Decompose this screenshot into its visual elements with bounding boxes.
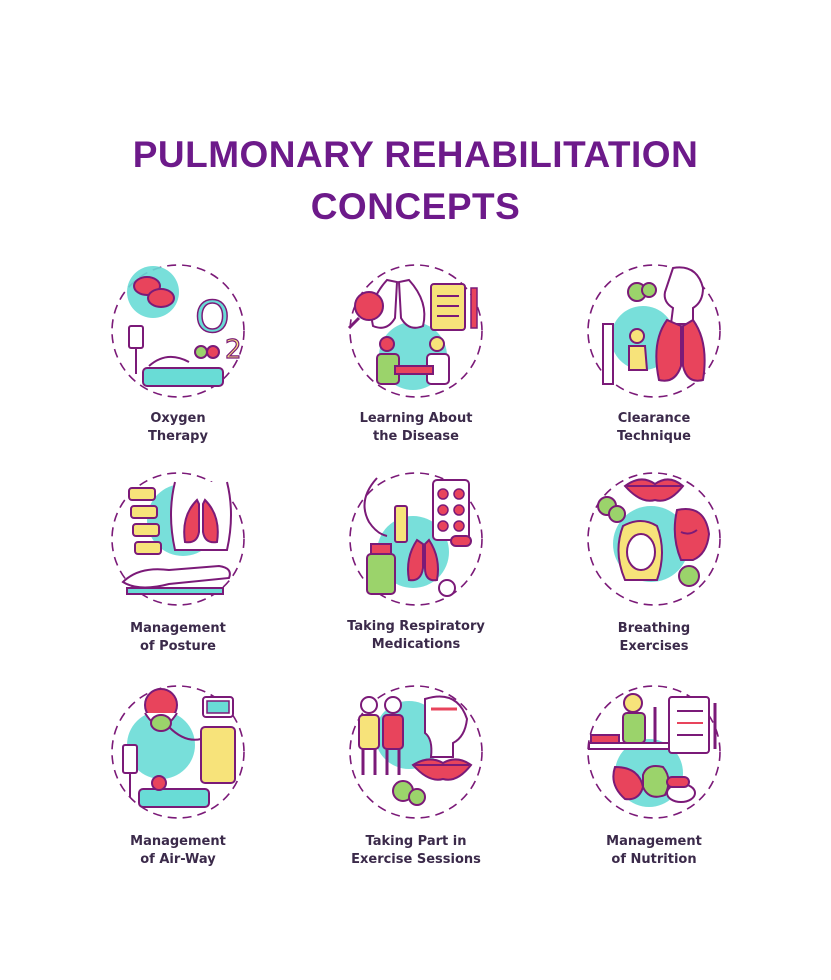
concept-label: Oxygen Therapy xyxy=(68,410,288,446)
breathing-exercises-icon xyxy=(587,472,721,606)
concept-label-line-1: Breathing xyxy=(617,621,691,636)
page-title: PULMONARY REHABILITATION CONCEPTS xyxy=(0,129,831,233)
airway-management-icon xyxy=(111,685,245,819)
concept-label-line-2: Medications xyxy=(371,637,461,652)
concept-label-line-2: of Nutrition xyxy=(611,852,697,867)
concept-label-line-1: Taking Respiratory xyxy=(347,619,485,634)
concept-label-line-2: Exercise Sessions xyxy=(351,852,481,867)
concept-label: Taking Part in Exercise Sessions xyxy=(306,833,526,869)
concept-posture-management: Management of Posture xyxy=(68,470,288,685)
concept-label: Management of Nutrition xyxy=(544,833,764,869)
concept-label-line-1: Taking Part in xyxy=(365,834,467,849)
concept-label-line-1: Clearance xyxy=(617,411,691,426)
respiratory-medications-icon xyxy=(349,472,483,606)
concept-breathing-exercises: Breathing Exercises xyxy=(544,470,764,685)
concept-exercise-sessions: Taking Part in Exercise Sessions xyxy=(306,683,526,898)
concept-label-line-2: Exercises xyxy=(619,639,689,654)
concept-airway-management: Management of Air-Way xyxy=(68,683,288,898)
concept-label: Clearance Technique xyxy=(544,410,764,446)
concept-label: Learning About the Disease xyxy=(306,410,526,446)
concept-label-line-1: Management xyxy=(130,621,226,636)
concept-respiratory-medications: Taking Respiratory Medications xyxy=(306,470,526,685)
title-line-2: CONCEPTS xyxy=(310,185,521,227)
concept-label-line-2: Technique xyxy=(616,429,691,444)
nutrition-management-icon xyxy=(587,685,721,819)
concept-label-line-1: Learning About xyxy=(359,411,473,426)
concept-learning-disease: Learning About the Disease xyxy=(306,262,526,477)
concept-label: Taking Respiratory Medications xyxy=(306,618,526,654)
concept-label: Breathing Exercises xyxy=(544,620,764,656)
concept-label-line-1: Management xyxy=(130,834,226,849)
concept-nutrition-management: Management of Nutrition xyxy=(544,683,764,898)
oxygen-subscript: 2 xyxy=(225,335,242,365)
concept-label-line-1: Oxygen xyxy=(150,411,206,426)
oxygen-therapy-icon: O 2 xyxy=(111,264,245,398)
concept-oxygen-therapy: O 2 Oxygen Therapy xyxy=(68,262,288,477)
concept-label-line-1: Management xyxy=(606,834,702,849)
exercise-sessions-icon xyxy=(349,685,483,819)
oxygen-glyph: O xyxy=(195,292,230,343)
posture-management-icon xyxy=(111,472,245,606)
concept-label-line-2: the Disease xyxy=(373,429,459,444)
clearance-technique-icon xyxy=(587,264,721,398)
concept-label-line-2: of Posture xyxy=(139,639,216,654)
concept-label-line-2: of Air-Way xyxy=(140,852,216,867)
concept-label-line-2: Therapy xyxy=(148,429,208,444)
concept-label: Management of Air-Way xyxy=(68,833,288,869)
concept-label: Management of Posture xyxy=(68,620,288,656)
title-line-1: PULMONARY REHABILITATION xyxy=(132,133,699,175)
concept-clearance-technique: Clearance Technique xyxy=(544,262,764,477)
learning-disease-icon xyxy=(347,264,483,398)
